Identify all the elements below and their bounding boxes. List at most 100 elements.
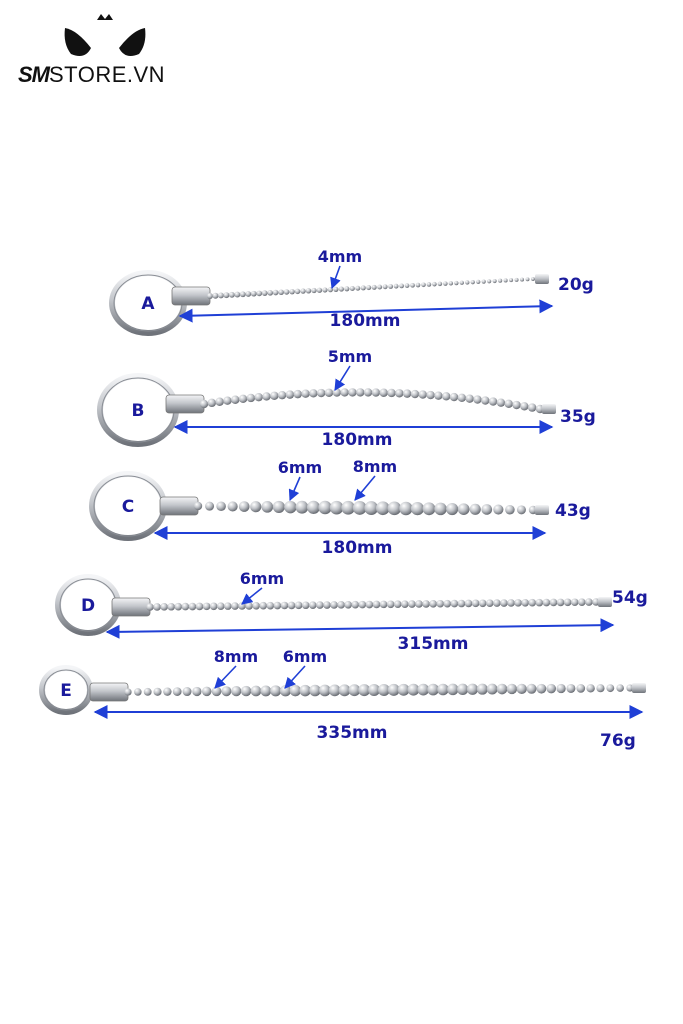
rod-bead [366, 285, 372, 291]
rod-bead [344, 600, 353, 609]
rod-bead [520, 402, 529, 411]
rod-bead [493, 504, 504, 515]
rod-bead [216, 602, 225, 611]
rod-bead [143, 687, 152, 696]
rod-bead [535, 598, 544, 607]
rod-bead [215, 397, 224, 406]
diameter-pointer [330, 265, 341, 290]
rod-bead [330, 601, 338, 609]
rod-bead [328, 684, 341, 697]
rod-bead [457, 503, 470, 516]
rod-bead [399, 283, 404, 289]
rod-bead [498, 278, 503, 283]
product-letter: D [81, 596, 95, 616]
rod-bead [289, 288, 295, 295]
rod-bead [153, 687, 162, 696]
rod-bead [442, 392, 451, 401]
rod-bead [387, 501, 402, 516]
rod-bead [231, 602, 239, 610]
rod-bead [262, 392, 271, 401]
rod-bead [512, 400, 521, 410]
rod-bead [344, 286, 350, 292]
rod-bead [283, 289, 290, 295]
rod-bead [277, 390, 287, 400]
rod-bead [450, 599, 459, 608]
rod-bead [387, 388, 396, 398]
rod-bead [492, 278, 497, 284]
rod-bead [473, 395, 482, 404]
rod-bead [407, 683, 420, 696]
rod-bead [181, 602, 190, 611]
rod-bead [422, 502, 436, 516]
rod-bead [388, 284, 394, 289]
rod-bead [259, 601, 268, 610]
rod-bead [266, 601, 275, 610]
rod-bead [399, 501, 413, 516]
rod-bead [202, 602, 211, 611]
rod-bead [174, 602, 183, 611]
rod-bead [134, 688, 142, 696]
rod-bead [525, 277, 530, 282]
length-label: 335mm [317, 723, 388, 743]
rod-bead [201, 686, 212, 697]
rod-bead [311, 287, 317, 294]
rod-bead [377, 683, 390, 696]
rod-bead [443, 281, 448, 286]
rod-bead [434, 502, 447, 516]
brand-logo: SMSTORE.VN [0, 0, 200, 95]
rod-bead [516, 683, 527, 694]
length-label: 180mm [322, 538, 393, 558]
rod-bead [254, 392, 263, 402]
rod-bead [245, 291, 252, 297]
diameter-pointer [284, 665, 306, 689]
rod-bead [526, 683, 537, 694]
rod-bead [195, 602, 204, 611]
weight-label: 43g [555, 501, 591, 521]
rod-bead [329, 500, 344, 515]
rod-bead [348, 684, 361, 697]
rod-bead [316, 287, 323, 293]
length-label: 180mm [330, 311, 401, 331]
rod-bead [124, 688, 132, 696]
rod-bead [493, 599, 501, 607]
rod-bead [457, 683, 469, 695]
rod-bead [486, 599, 494, 607]
rod-bead [246, 393, 256, 403]
rod-bead [415, 282, 421, 288]
rod-bead [153, 603, 161, 611]
product-letter: C [122, 497, 134, 517]
rod-bead [365, 600, 374, 609]
steel-ring-inner [43, 669, 89, 711]
rod-bead [503, 278, 508, 283]
rod-bead [368, 684, 381, 697]
rod-bead [306, 500, 321, 514]
rod-bead [273, 601, 282, 610]
rod-bead [300, 288, 306, 294]
rod-bead [309, 601, 317, 609]
rod-bead [520, 277, 525, 282]
rod-bead [305, 288, 312, 294]
rod-bead [207, 398, 217, 408]
rod-bead [309, 389, 318, 398]
rod-bead [397, 683, 410, 696]
rod-bead [626, 684, 634, 692]
rod-bead [188, 602, 197, 611]
rod-bead [448, 281, 454, 286]
rod-bead [432, 281, 437, 287]
diameter-pointer [241, 587, 263, 605]
rod-bead [410, 389, 420, 399]
rod-bead [338, 684, 351, 697]
rod-bead [319, 684, 331, 697]
weight-label: 35g [560, 407, 596, 427]
diameter-pointer [214, 665, 237, 689]
rod-bead [443, 599, 452, 608]
rod-bead [372, 600, 381, 609]
rod-bead [163, 687, 172, 696]
rod-bead [417, 683, 430, 696]
rod-bead [301, 389, 310, 398]
diameter-pointer [354, 475, 376, 501]
length-arrow [105, 618, 615, 639]
rod-bead [356, 388, 365, 397]
